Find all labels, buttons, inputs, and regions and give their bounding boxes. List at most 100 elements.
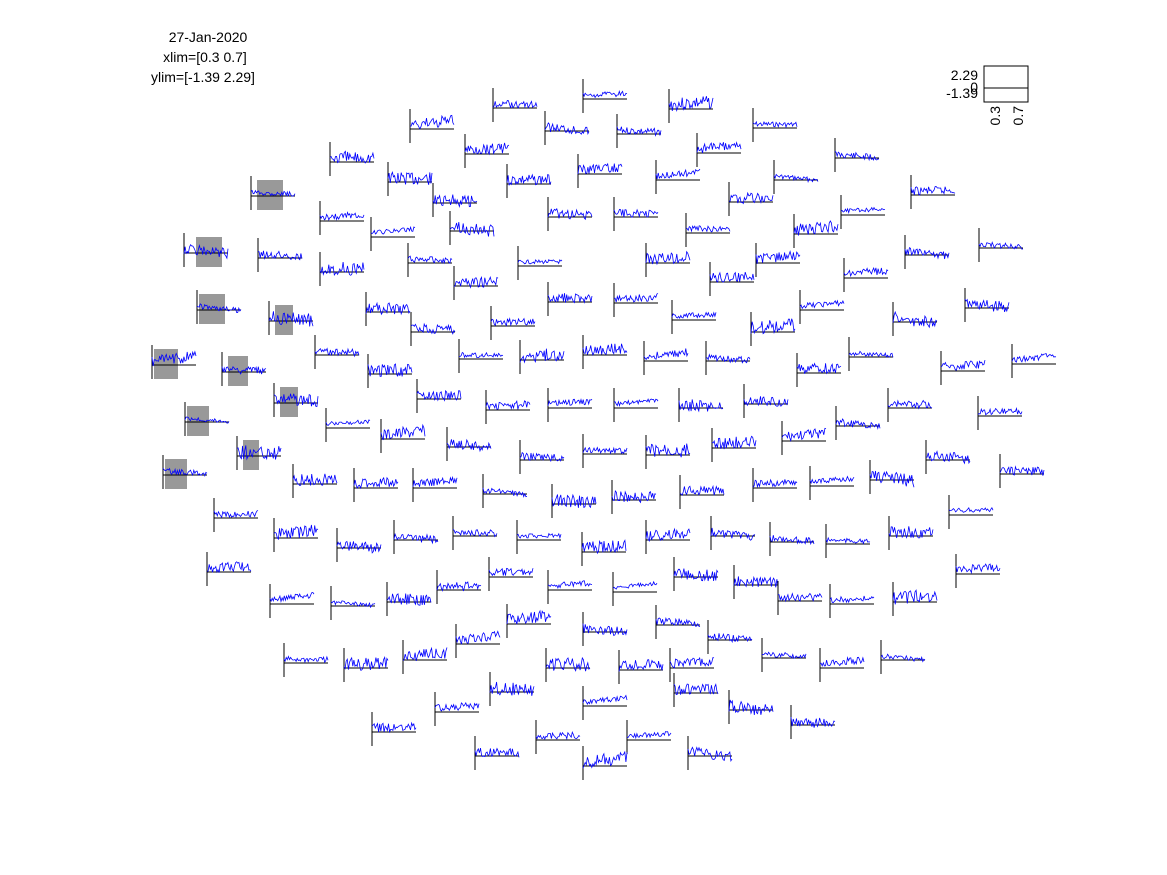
channel-trace	[416, 389, 462, 402]
channel-trace	[685, 225, 731, 233]
channel-trace	[626, 731, 672, 740]
channel-trace	[892, 589, 938, 605]
channel-plot	[655, 160, 701, 194]
channel-trace	[613, 398, 659, 407]
channel-plot	[645, 243, 691, 277]
channel-trace	[728, 191, 774, 205]
channel-plot	[645, 435, 691, 469]
channel-trace	[669, 656, 715, 669]
channel-trace	[402, 646, 448, 661]
channel-trace	[319, 262, 365, 276]
channel-plot	[948, 495, 994, 529]
channel-trace	[489, 681, 535, 696]
channel-trace	[387, 171, 433, 186]
channel-trace	[668, 96, 714, 113]
channel-trace	[733, 575, 779, 588]
channel-plot	[455, 624, 501, 658]
channel-trace	[367, 363, 413, 377]
channel-plot	[834, 138, 880, 172]
channel-trace	[829, 595, 875, 604]
channel-plot	[582, 79, 628, 113]
channel-plot	[978, 228, 1024, 262]
channel-plot	[626, 720, 672, 754]
channel-plot	[904, 235, 950, 269]
channel-trace	[705, 353, 751, 364]
channel-plot	[840, 195, 886, 229]
channel-plot	[925, 440, 971, 474]
channel-trace	[910, 185, 956, 196]
channel-trace	[887, 399, 933, 410]
channel-plot	[273, 383, 319, 417]
channel-plot	[669, 648, 715, 682]
channel-trace	[781, 427, 827, 443]
channel-plot	[330, 586, 376, 620]
channel-plot	[711, 428, 757, 462]
channel-trace	[292, 473, 338, 486]
channel-plot	[319, 201, 365, 235]
channel-plot	[183, 233, 229, 267]
channel-plot	[796, 353, 842, 387]
channel-plot	[940, 351, 986, 385]
channel-plot	[371, 712, 417, 746]
channel-trace	[613, 208, 659, 218]
channel-trace	[516, 532, 562, 540]
channel-plot	[416, 379, 462, 413]
channel-plot	[547, 282, 593, 316]
channel-plot	[793, 214, 839, 248]
channel-plot	[434, 692, 480, 726]
channel-trace	[809, 475, 855, 485]
channel-plot	[880, 640, 926, 674]
channel-trace	[755, 250, 801, 264]
channel-trace	[547, 398, 593, 406]
channel-trace	[314, 347, 360, 358]
channel-trace	[582, 750, 628, 769]
channel-plot	[544, 111, 590, 145]
channel-plot	[964, 288, 1010, 322]
channel-plots	[151, 79, 1057, 780]
channel-trace	[696, 141, 742, 154]
channel-trace	[455, 630, 501, 645]
channel-plot	[213, 498, 259, 532]
channel-plot	[474, 736, 520, 770]
channel-trace	[393, 532, 439, 545]
channel-trace	[977, 407, 1023, 416]
channel-trace	[752, 478, 798, 489]
channel-trace	[319, 211, 365, 221]
channel-trace	[407, 255, 453, 265]
channel-plot	[582, 746, 628, 780]
channel-trace	[645, 443, 691, 458]
channel-plot	[250, 176, 296, 210]
channel-trace	[488, 567, 534, 577]
channel-plot	[488, 557, 534, 591]
channel-plot	[892, 582, 938, 616]
channel-trace	[236, 445, 282, 461]
channel-plot	[506, 164, 552, 198]
channel-trace	[711, 435, 757, 450]
channel-plot	[196, 290, 242, 324]
channel-plot	[869, 460, 915, 494]
channel-trace	[410, 114, 455, 130]
channel-plot	[892, 302, 938, 336]
channel-plot	[236, 436, 282, 470]
channel-trace	[611, 490, 657, 504]
channel-trace	[750, 318, 796, 335]
channel-plot	[319, 252, 365, 286]
channel-plot	[773, 160, 819, 194]
channel-trace	[955, 563, 1001, 575]
channel-trace	[799, 299, 845, 310]
channel-trace	[752, 120, 798, 129]
channel-trace	[1011, 352, 1057, 363]
scale-legend: 2.29 -1.39 0 0.3 0.7	[946, 65, 1029, 125]
channel-trace	[482, 487, 528, 498]
channel-trace	[613, 293, 659, 303]
channel-trace	[330, 600, 376, 609]
channel-trace	[336, 540, 382, 554]
scale-legend-ymax-label: 2.29	[951, 67, 978, 83]
channel-plot	[402, 640, 448, 674]
channel-plot	[829, 584, 875, 618]
channel-trace	[492, 100, 538, 109]
channel-plot	[489, 672, 535, 706]
channel-plot	[343, 648, 389, 682]
channel-plot	[835, 406, 881, 440]
channel-plot	[761, 638, 807, 672]
